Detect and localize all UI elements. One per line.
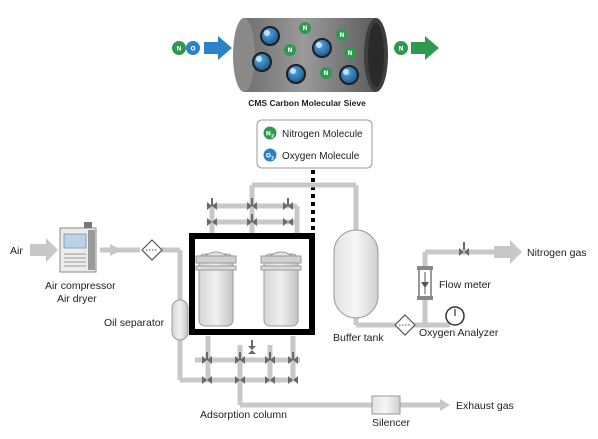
valve-icon	[235, 352, 245, 364]
oxygen-molecule	[339, 65, 359, 85]
valve-icon	[283, 198, 293, 210]
valve-icon	[265, 376, 275, 384]
svg-text:N: N	[347, 50, 352, 57]
air-dryer-label: Air dryer	[57, 293, 97, 305]
flow-meter	[417, 266, 433, 300]
molecule-legend: N2 Nitrogen Molecule O2 Oxygen Molecule	[256, 119, 373, 169]
svg-text:N: N	[302, 25, 307, 32]
valve-icon	[265, 352, 275, 364]
oxygen-molecule	[286, 64, 306, 84]
input-nitrogen-molecule: N	[172, 41, 186, 55]
output-arrow-icon	[411, 36, 439, 60]
oxygen-analyzer-label: Oxygen Analyzer	[419, 327, 499, 339]
nitrogen-molecule: N	[320, 67, 332, 79]
nitrogen-molecule: N	[336, 29, 348, 41]
flow-meter-label: Flow meter	[439, 279, 491, 291]
nitrogen-legend-icon: N2	[263, 126, 277, 140]
svg-text:N: N	[323, 70, 328, 77]
filter-icon	[394, 314, 416, 336]
valve-icon	[202, 352, 212, 364]
exhaust-gas-label: Exhaust gas	[456, 400, 514, 412]
valve-icon	[288, 352, 298, 364]
buffer-tank	[333, 229, 379, 319]
output-nitrogen-molecule: N	[394, 41, 408, 55]
valves	[202, 198, 469, 384]
svg-text:O: O	[190, 46, 195, 53]
silencer	[371, 395, 401, 415]
nitrogen-molecule: N	[344, 47, 356, 59]
input-oxygen-molecule: O	[186, 41, 200, 55]
valve-icon	[283, 218, 293, 226]
oxygen-legend-label: Oxygen Molecule	[282, 151, 360, 162]
adsorption-column-left	[195, 251, 237, 327]
valve-icon	[247, 198, 257, 210]
flow-arrow-icon	[110, 244, 122, 256]
nitrogen-output-arrow-icon	[494, 240, 522, 264]
air-compressor-label: Air compressor	[45, 280, 116, 292]
sieve-title: CMS Carbon Molecular Sieve	[248, 98, 366, 108]
svg-text:N: N	[398, 46, 403, 53]
silencer-label: Silencer	[372, 417, 410, 429]
nitrogen-molecule: N	[299, 22, 311, 34]
air-inlet-arrow-icon	[30, 238, 58, 262]
adsorption-highlight-frame	[189, 233, 315, 335]
valve-icon	[288, 376, 298, 384]
valve-icon	[247, 214, 257, 226]
sieve-molecules: N N N N N	[252, 22, 359, 85]
valve-icon	[202, 376, 212, 384]
exhaust-arrow-icon	[440, 399, 450, 411]
oil-separator	[171, 299, 189, 341]
valve-icon	[207, 198, 217, 210]
input-arrow-icon	[204, 36, 232, 60]
air-compressor-dryer	[59, 222, 97, 273]
buffer-tank-label: Buffer tank	[333, 332, 384, 344]
air-label: Air	[10, 245, 23, 257]
svg-text:N: N	[287, 47, 292, 54]
oxygen-molecule	[260, 26, 280, 46]
adsorption-column-label: Adsorption column	[200, 409, 287, 421]
oil-separator-label: Oil separator	[104, 317, 165, 329]
svg-text:N: N	[176, 46, 181, 53]
oxygen-molecule	[252, 52, 272, 72]
oxygen-molecule	[312, 38, 332, 58]
nitrogen-gas-label: Nitrogen gas	[527, 247, 587, 259]
adsorption-column-right	[260, 251, 302, 327]
oxygen-legend-icon: O2	[263, 148, 277, 162]
svg-text:N2: N2	[266, 131, 274, 140]
valve-icon	[207, 218, 217, 226]
valve-icon	[459, 242, 469, 256]
nitrogen-legend-label: Nitrogen Molecule	[282, 129, 363, 140]
sieve-illustration: N O N N N N N N	[172, 18, 439, 108]
filter-icon	[141, 239, 163, 261]
valve-icon	[235, 376, 245, 384]
svg-text:N: N	[339, 32, 344, 39]
svg-text:O2: O2	[266, 153, 274, 162]
valve-icon	[248, 340, 256, 354]
nitrogen-molecule: N	[284, 44, 296, 56]
oxygen-analyzer-gauge-icon	[445, 306, 465, 326]
